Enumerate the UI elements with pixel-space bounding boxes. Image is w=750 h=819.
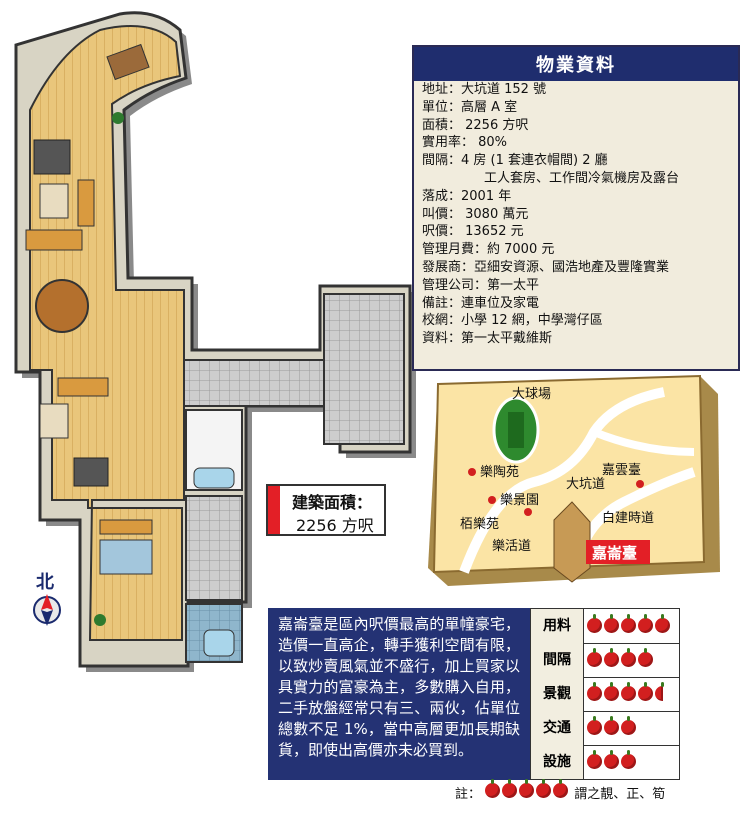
apple-icon <box>502 779 518 798</box>
map-label-lok-king-yuen: 樂景園 <box>500 492 539 508</box>
info-row: 備註：連車位及家電 <box>422 295 540 311</box>
property-info-rows: 地址：大坑道 152 號 單位：高層 A 室 面積： 2256 方呎 實用率： … <box>414 81 738 348</box>
apple-icon <box>604 750 619 769</box>
rating-apples <box>587 682 665 705</box>
map-label-lok-wood-road: 樂活道 <box>492 538 531 554</box>
stadium-field-icon <box>508 412 524 448</box>
apple-icon <box>638 614 653 633</box>
rating-row: 交通 <box>531 711 679 746</box>
building-icon <box>553 501 591 583</box>
info-row: 地址：大坑道 152 號 <box>422 82 547 97</box>
area-accent-bar <box>268 486 280 534</box>
info-row: 管理公司：第一太平 <box>422 277 540 293</box>
property-info-title: 物業資料 <box>414 47 738 81</box>
rating-row: 景觀 <box>531 677 679 712</box>
floor-plan <box>14 11 416 672</box>
location-pin-icon <box>468 468 476 476</box>
rating-apples <box>587 614 672 637</box>
location-pin-icon <box>488 496 496 504</box>
info-row: 叫價： 3080 萬元 <box>422 206 529 222</box>
rating-row: 用料 <box>531 609 679 644</box>
rating-label: 設施 <box>531 745 584 779</box>
info-row: 資料：第一太平戴維斯 <box>422 331 553 347</box>
rating-label: 交通 <box>531 711 584 745</box>
ratings-table: 用料 間隔 景觀 交通 設施 <box>530 608 680 780</box>
rating-label: 用料 <box>531 609 584 643</box>
apple-icon <box>604 716 619 735</box>
apple-icon <box>638 682 653 701</box>
rating-apples <box>587 716 638 739</box>
note-suffix: 謂之靚、正、筍 <box>574 787 666 802</box>
legend-note: 註： 謂之靚、正、筍 <box>455 779 666 802</box>
apple-icon <box>536 779 552 798</box>
info-row: 面積： 2256 方呎 <box>422 117 529 133</box>
highlight-label-bg <box>586 540 650 564</box>
property-info-panel: 物業資料 地址：大坑道 152 號 單位：高層 A 室 面積： 2256 方呎 … <box>412 45 740 371</box>
apple-icon <box>587 682 602 701</box>
apple-icon <box>553 779 569 798</box>
apple-icon <box>621 648 636 667</box>
rating-apples <box>587 750 638 773</box>
map-label-stadium: 大球場 <box>512 387 551 402</box>
apple-icon <box>621 750 636 769</box>
location-pin-icon <box>636 480 644 488</box>
map-road <box>459 387 666 574</box>
info-row: 呎價： 13652 元 <box>422 224 524 240</box>
compass-north-label: 北 <box>36 572 54 593</box>
apple-icon <box>604 648 619 667</box>
compass-icon <box>33 594 61 626</box>
location-pin-icon <box>524 508 532 516</box>
info-row: 實用率： 80% <box>422 135 508 151</box>
area-label: 建築面積： <box>292 493 373 512</box>
rating-label: 景觀 <box>531 677 584 711</box>
area-value: 2256 方呎 <box>296 516 374 535</box>
info-row: 間隔：4 房 (1 套連衣帽間) 2 廳 <box>422 153 608 169</box>
rating-row: 間隔 <box>531 643 679 678</box>
apple-icon <box>587 648 602 667</box>
apple-icon <box>621 682 636 701</box>
apple-icon <box>519 779 535 798</box>
gross-area-box: 建築面積： 2256 方呎 <box>266 484 386 536</box>
note-apples <box>485 779 570 802</box>
apple-icon <box>587 716 602 735</box>
map-label-lok-to-yuen: 樂陶苑 <box>480 464 519 480</box>
info-row: 管理月費：約 7000 元 <box>422 242 555 258</box>
info-row: 工人套房、工作間冷氣機房及露台 <box>484 170 680 186</box>
rating-row: 設施 <box>531 745 679 779</box>
apple-icon <box>485 779 501 798</box>
map-label-pak-lok-yuen: 栢樂苑 <box>460 516 499 532</box>
info-row: 發展商：亞細安資源、國浩地產及豐隆實業 <box>422 259 670 275</box>
apple-icon <box>621 614 636 633</box>
map-label-ka-wan-toi: 嘉雲臺 <box>602 463 641 478</box>
info-row: 單位：高層 A 室 <box>422 99 518 115</box>
apple-icon <box>638 648 653 667</box>
note-prefix: 註： <box>455 787 482 802</box>
apple-icon <box>621 716 636 735</box>
map-label-tai-hang-road: 大坑道 <box>566 477 605 492</box>
location-map: 大球場 樂陶苑 樂景園 栢樂苑 樂活道 大坑道 嘉雲臺 白建時道 嘉崙臺 <box>428 374 720 586</box>
apple-icon <box>604 682 619 701</box>
apple-icon <box>655 614 670 633</box>
description-text: 嘉崙臺是區內呎價最高的單幢豪宅，造價一直高企，轉手獲利空間有限，以致炒賣風氣並不… <box>268 608 530 780</box>
map-label-highlight: 嘉崙臺 <box>591 544 637 562</box>
info-row: 校網：小學 12 網，中學灣仔區 <box>422 313 603 329</box>
apple-icon <box>587 614 602 633</box>
rating-apples <box>587 648 655 671</box>
apple-icon <box>587 750 602 769</box>
info-row: 落成：2001 年 <box>422 188 512 204</box>
rating-label: 間隔 <box>531 643 584 677</box>
map-label-pak-kin-si-road: 白建時道 <box>602 510 654 526</box>
apple-icon <box>604 614 619 633</box>
map-road <box>592 428 695 456</box>
half-apple-icon <box>655 682 664 701</box>
